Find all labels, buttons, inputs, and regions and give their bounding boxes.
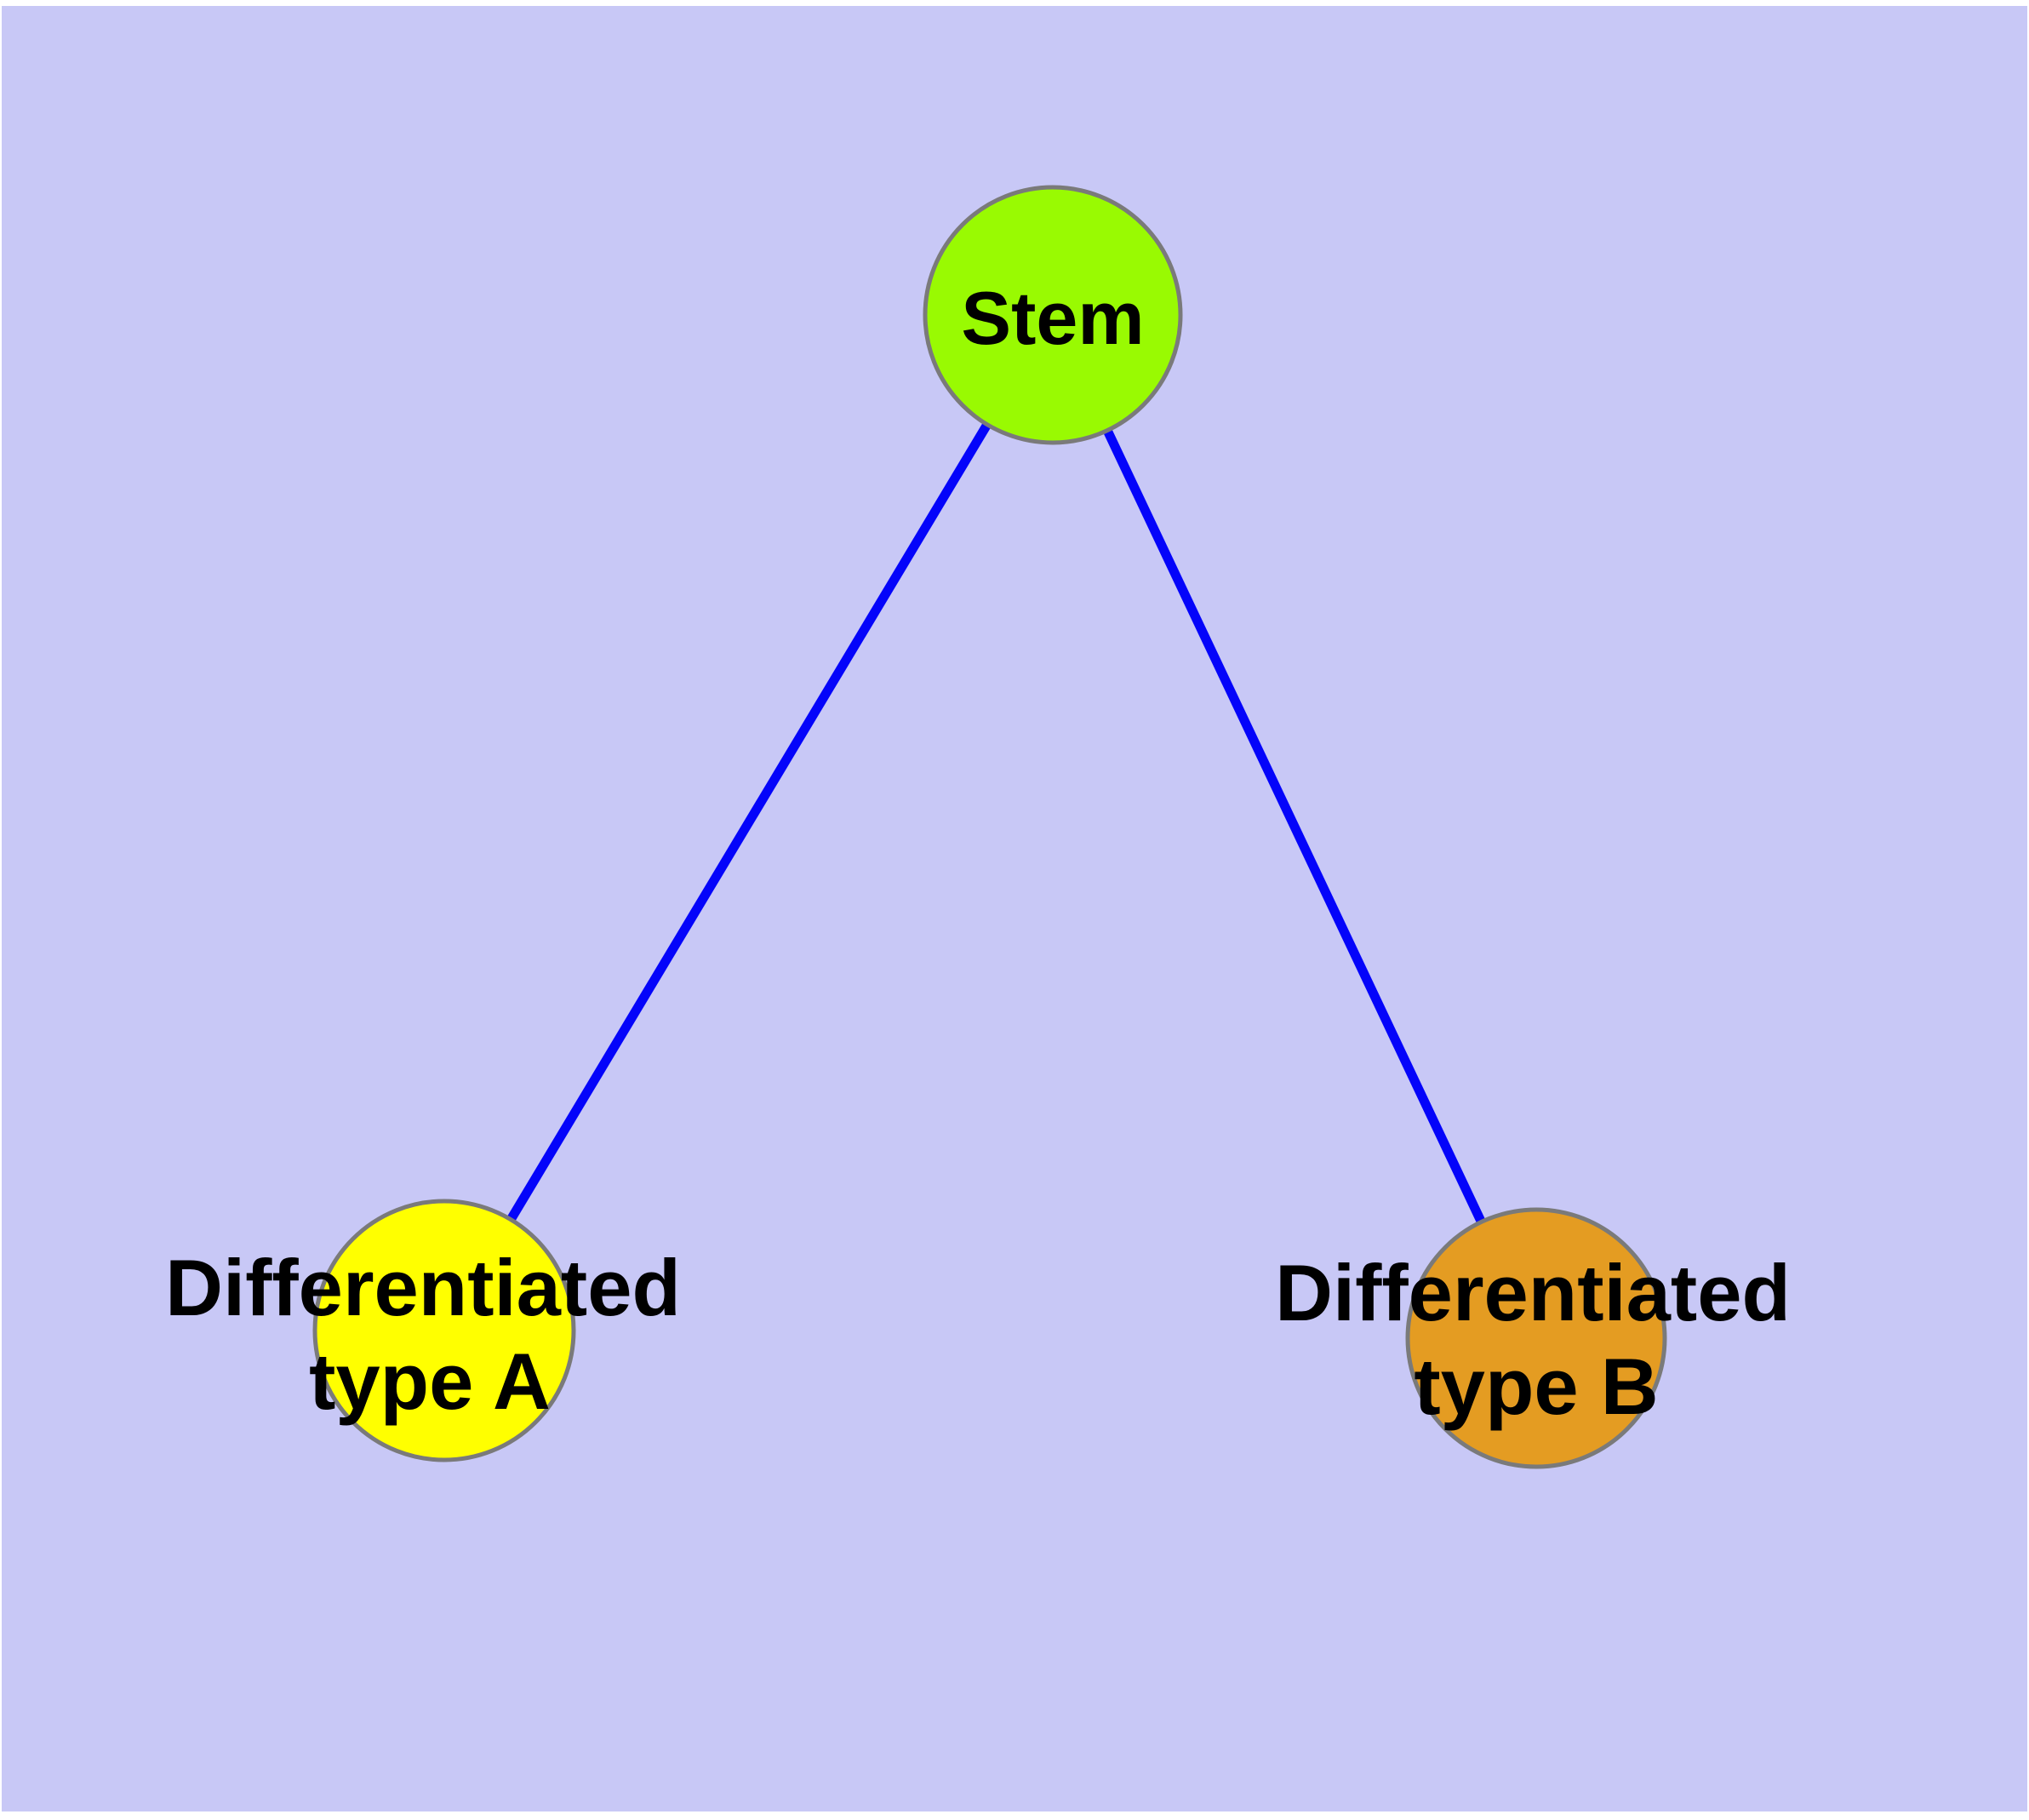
node-stem-circle[interactable]: [923, 185, 1183, 445]
node-type-b-circle[interactable]: [1405, 1207, 1667, 1469]
node-stem-label: Stem: [961, 276, 1144, 360]
node-type-b-label-line1: Differentiated: [1275, 1248, 1791, 1337]
node-type-a-label-line2: type A: [309, 1336, 551, 1426]
edge-stem-to-type-b: [1049, 312, 1540, 1341]
node-type-b-label-line2: type B: [1414, 1342, 1658, 1431]
node-type-a-circle[interactable]: [312, 1199, 576, 1462]
edge-stem-to-type-a: [440, 312, 1057, 1333]
node-type-a-label-line1: Differentiated: [165, 1243, 681, 1332]
